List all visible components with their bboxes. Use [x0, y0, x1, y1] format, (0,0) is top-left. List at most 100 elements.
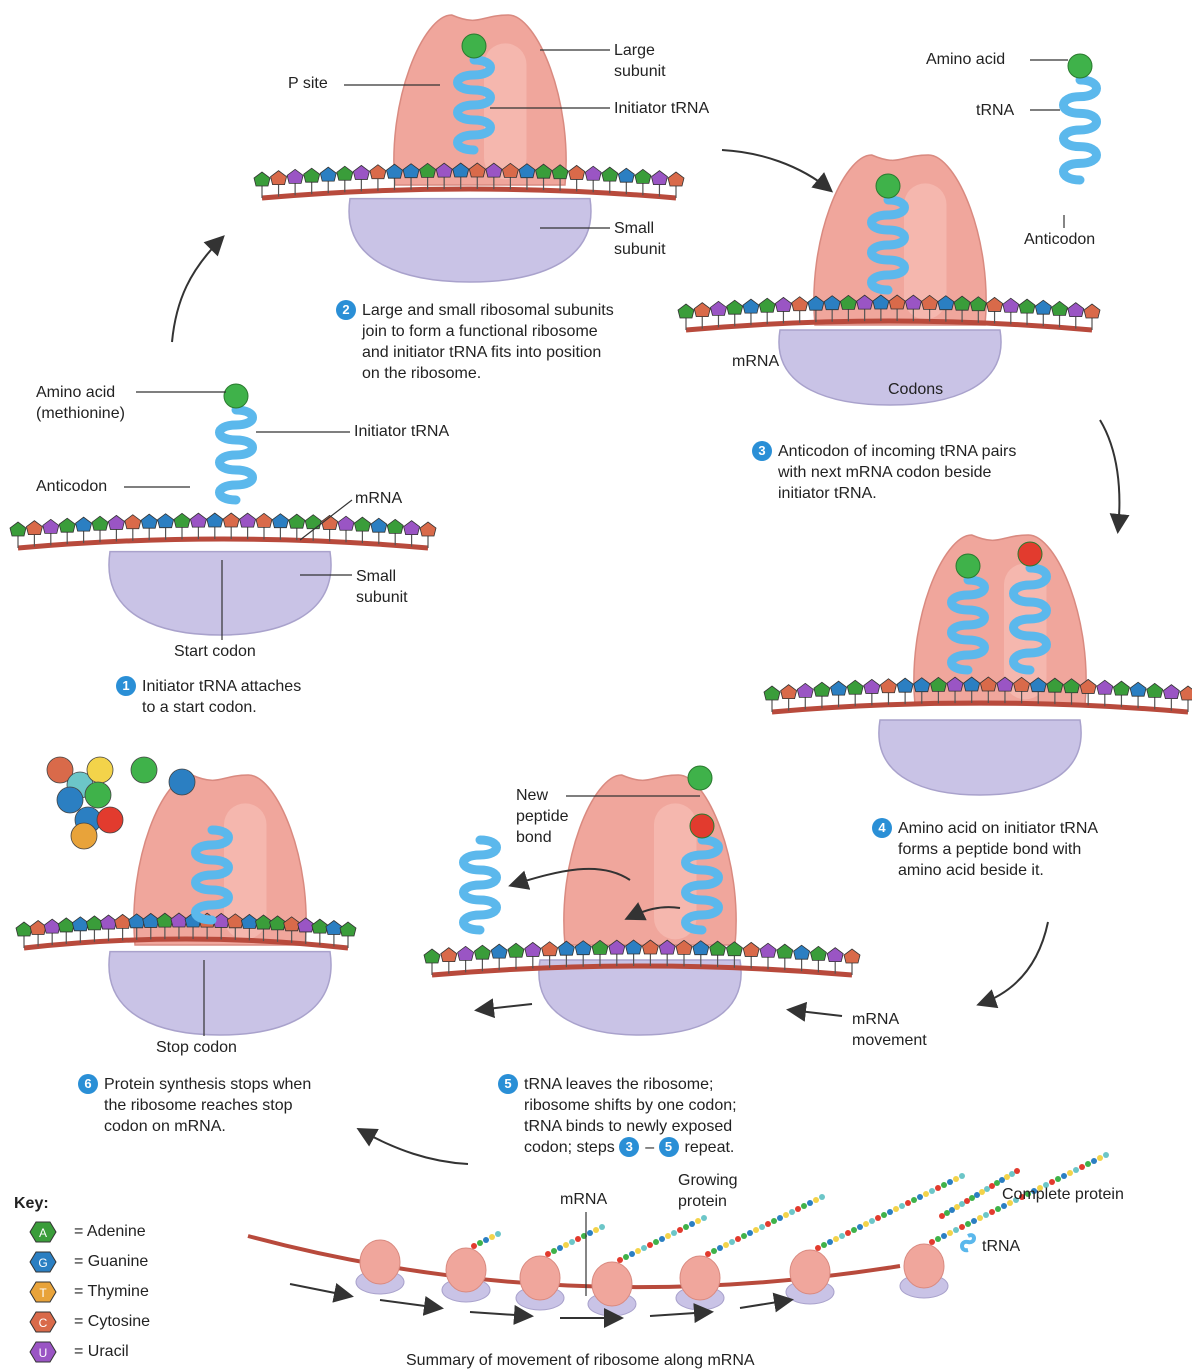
- nucleotide-base: [240, 513, 256, 527]
- nucleotide-base: [441, 948, 457, 962]
- protein-residue: [977, 1215, 983, 1221]
- flow-arrow: [290, 1284, 350, 1296]
- protein-residue: [1061, 1173, 1067, 1179]
- step5-caption: 5tRNA leaves the ribosome; ribosome shif…: [498, 1074, 798, 1158]
- small-subunit: [109, 552, 331, 635]
- protein-residue: [629, 1251, 635, 1257]
- nucleotide-base: [86, 916, 102, 930]
- mini-large-subunit: [790, 1250, 830, 1294]
- protein-residue: [641, 1245, 647, 1251]
- nucleotide-base: [864, 679, 880, 693]
- protein-residue: [551, 1248, 557, 1254]
- small-subunit: [109, 952, 331, 1035]
- nucleotide-base: [458, 946, 474, 960]
- protein-residue: [941, 1233, 947, 1239]
- nucleotide-base: [743, 942, 759, 956]
- p-site-label: P site: [288, 73, 328, 94]
- nucleotide-icon: U: [14, 1339, 74, 1365]
- flow-arrow: [172, 238, 222, 342]
- nucleotide-base: [72, 917, 88, 931]
- flow-arrow: [790, 1010, 842, 1016]
- nucleotide-base: [115, 914, 131, 928]
- nucleotide-base: [1035, 300, 1051, 314]
- protein-residue: [949, 1207, 955, 1213]
- nucleotide-base: [542, 942, 558, 956]
- step4-caption: 4Amino acid on initiator tRNA forms a pe…: [872, 818, 1172, 881]
- step-badge: 5: [659, 1137, 679, 1157]
- protein-residue: [477, 1240, 483, 1246]
- nucleotide-base: [58, 918, 74, 932]
- key-item-label: = Thymine: [74, 1283, 149, 1301]
- step2-caption: 2Large and small ribosomal subunits join…: [336, 300, 676, 384]
- step-badge: 3: [752, 441, 772, 461]
- trna-label: tRNA: [976, 100, 1014, 121]
- protein-residue: [1085, 1161, 1091, 1167]
- nucleotide-base: [1052, 301, 1068, 315]
- protein-residue: [833, 1236, 839, 1242]
- protein-residue: [771, 1218, 777, 1224]
- nucleotide-base: [370, 165, 386, 179]
- protein-residue: [471, 1243, 477, 1249]
- complete-protein-label: Complete protein: [1002, 1184, 1124, 1205]
- protein-residue: [617, 1257, 623, 1263]
- nucleotide-base: [602, 167, 618, 181]
- protein-residue: [971, 1218, 977, 1224]
- protein-residue: [587, 1230, 593, 1236]
- growing-protein-label: Growing: [678, 1170, 738, 1191]
- nucleotide-base: [338, 516, 354, 530]
- protein-residue: [917, 1194, 923, 1200]
- protein-residue: [813, 1197, 819, 1203]
- nucleotide-icon: G: [14, 1249, 74, 1275]
- protein-residue: [899, 1203, 905, 1209]
- protein-residue: [965, 1221, 971, 1227]
- small-subunit: [879, 720, 1081, 795]
- nucleotide-base: [775, 297, 791, 311]
- nucleotide-base: [491, 944, 507, 958]
- methionine-label: (methionine): [36, 403, 125, 424]
- nucleotide-base: [354, 517, 370, 531]
- step-badge: 2: [336, 300, 356, 320]
- protein-residue: [984, 1186, 990, 1192]
- nucleotide-base: [618, 168, 634, 182]
- mini-large-subunit: [680, 1256, 720, 1300]
- step6-caption: 6Protein synthesis stops when the riboso…: [78, 1074, 378, 1137]
- protein-residue: [735, 1236, 741, 1242]
- nucleotide-base: [304, 168, 320, 182]
- nucleotide-base: [44, 919, 60, 933]
- small-subunit: [539, 960, 741, 1035]
- nucleotide-base: [256, 513, 272, 527]
- nucleotide-letter: U: [39, 1346, 48, 1360]
- key-item-label: = Adenine: [74, 1223, 146, 1241]
- protein-residue: [994, 1180, 1000, 1186]
- protein-residue: [983, 1212, 989, 1218]
- protein-residue: [875, 1215, 881, 1221]
- nucleotide-base: [792, 297, 808, 311]
- nucleotide-base: [420, 522, 436, 536]
- nucleotide-base: [320, 167, 336, 181]
- mrna-label: mRNA: [732, 351, 779, 372]
- nucleotide-base: [326, 921, 342, 935]
- protein-residue: [863, 1221, 869, 1227]
- protein-residue: [947, 1179, 953, 1185]
- nucleotide-base: [289, 514, 305, 528]
- protein-residue: [974, 1192, 980, 1198]
- nucleotide-base: [353, 165, 369, 179]
- protein-residue: [821, 1242, 827, 1248]
- protein-residue: [954, 1204, 960, 1210]
- protein-residue: [563, 1242, 569, 1248]
- mrna-label: mRNA: [355, 488, 402, 509]
- nucleotide-base: [59, 518, 75, 532]
- flow-arrow: [380, 1300, 440, 1308]
- nucleotide-base: [1163, 685, 1179, 699]
- protein-residue: [827, 1239, 833, 1245]
- nucleotide-base: [158, 514, 174, 528]
- protein-residue: [1103, 1152, 1109, 1158]
- nucleotide-base: [844, 949, 860, 963]
- nucleotide-base: [781, 685, 797, 699]
- nucleotide-base: [897, 678, 913, 692]
- protein-residue: [593, 1227, 599, 1233]
- protein-residue: [989, 1209, 995, 1215]
- protein-residue: [911, 1197, 917, 1203]
- protein-residue: [575, 1236, 581, 1242]
